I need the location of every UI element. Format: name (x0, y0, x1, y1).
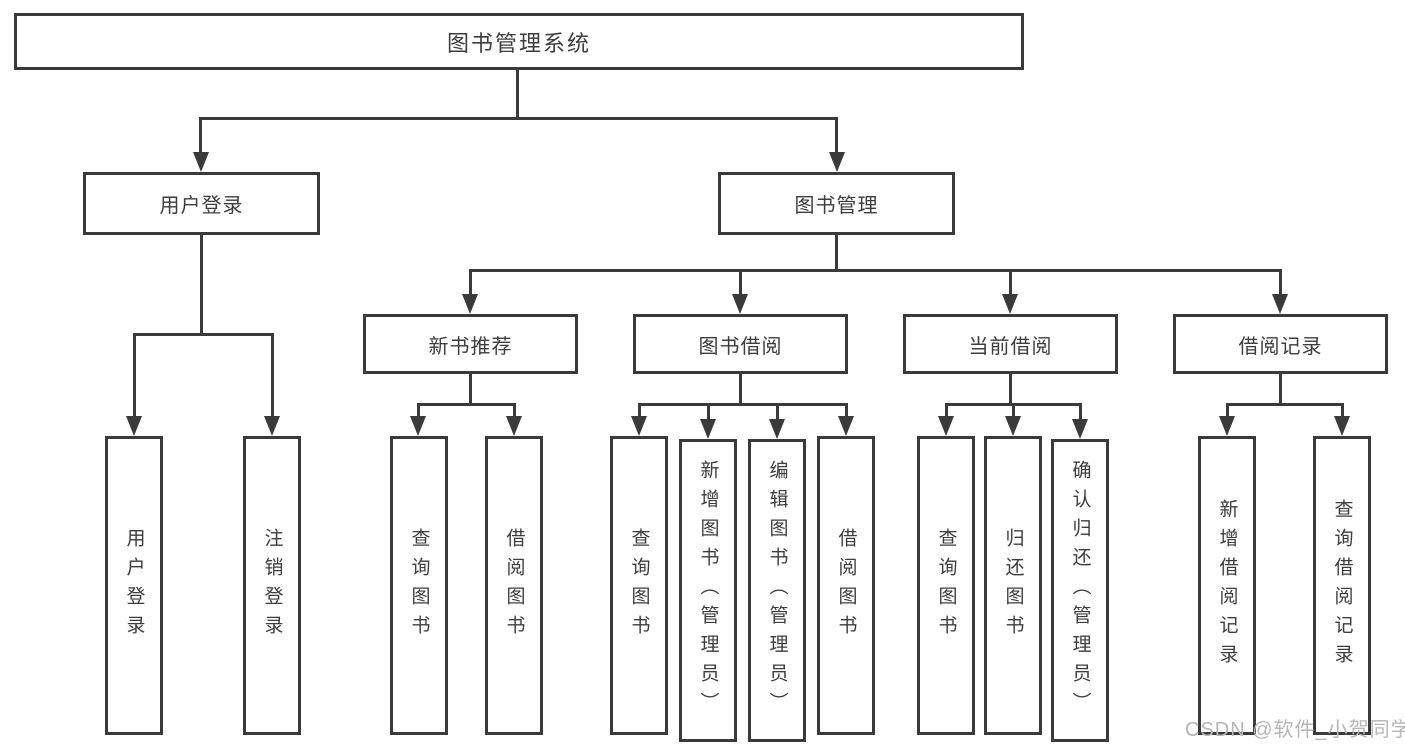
connector-line (1079, 403, 1082, 419)
node-current-borrowing: 当前借阅 (903, 314, 1118, 374)
arrow-down-icon (506, 416, 522, 436)
connector-line (133, 333, 136, 416)
node-book-management: 图书管理 (718, 172, 955, 235)
connector-line (1009, 269, 1012, 295)
leaf-label: 借阅图书 (835, 527, 857, 644)
node-label: 当前借阅 (968, 335, 1053, 358)
node-label: 图书管理 (794, 195, 879, 217)
connector-line (835, 117, 838, 152)
arrow-down-icon (1219, 416, 1235, 436)
connector-line (945, 403, 948, 416)
arrow-down-icon (410, 416, 426, 436)
leaf-label: 归还图书 (1002, 527, 1024, 644)
leaf-recommend-query-books: 查询图书 (390, 436, 448, 735)
leaf-borrow-books: 借阅图书 (817, 436, 875, 735)
connector-line (1226, 403, 1229, 416)
connector-line (835, 235, 838, 272)
leaf-add-borrow-record: 新增借阅记录 (1198, 436, 1256, 735)
leaf-label: 用户登录 (123, 527, 145, 644)
leaf-label: 查询图书 (628, 527, 650, 644)
leaf-return-books: 归还图书 (984, 436, 1042, 735)
node-label: 图书管理系统 (446, 30, 591, 56)
connector-line (200, 235, 203, 336)
leaf-borrowing-query-books: 查询图书 (610, 436, 668, 735)
leaf-current-query-books: 查询图书 (917, 436, 975, 735)
arrow-down-icon (1334, 416, 1350, 436)
arrow-down-icon (193, 152, 209, 172)
leaf-logout: 注销登录 (243, 436, 301, 735)
leaf-label: 查询借阅记录 (1331, 498, 1353, 673)
connector-line (638, 403, 641, 416)
leaf-confirm-return-admin: 确认归还（管理员） (1051, 439, 1109, 742)
node-label: 新书推荐 (428, 335, 513, 358)
connector-line (417, 403, 516, 406)
connector-line (469, 269, 1282, 272)
connector-line (1279, 374, 1282, 406)
arrow-down-icon (126, 416, 142, 436)
connector-line (1226, 403, 1344, 406)
connector-line (271, 333, 274, 416)
connector-line (469, 374, 472, 406)
arrow-down-icon (700, 419, 716, 439)
node-user-login: 用户登录 (83, 172, 320, 235)
connector-line (739, 374, 742, 406)
leaf-add-books-admin: 新增图书（管理员） (679, 439, 737, 742)
leaf-label: 借阅图书 (503, 527, 525, 644)
connector-line (1341, 403, 1344, 416)
arrow-down-icon (1072, 419, 1088, 439)
leaf-label: 新增图书（管理员） (697, 460, 719, 721)
connector-line (469, 269, 472, 295)
connector-line (707, 403, 710, 419)
arrow-down-icon (1272, 294, 1288, 314)
connector-line (739, 269, 742, 295)
connector-line (133, 333, 274, 336)
arrow-down-icon (1005, 416, 1021, 436)
leaf-edit-books-admin: 编辑图书（管理员） (748, 439, 806, 742)
node-new-book-recommend: 新书推荐 (363, 314, 578, 374)
arrow-down-icon (829, 152, 845, 172)
leaf-user-login: 用户登录 (105, 436, 163, 735)
arrow-down-icon (462, 294, 478, 314)
arrow-down-icon (732, 294, 748, 314)
connector-line (1012, 403, 1015, 416)
leaf-label: 查询图书 (935, 527, 957, 644)
connector-line (638, 403, 848, 406)
arrow-down-icon (938, 416, 954, 436)
node-label: 图书借阅 (698, 335, 783, 358)
leaf-label: 注销登录 (261, 527, 283, 644)
node-book-borrowing: 图书借阅 (633, 314, 848, 374)
arrow-down-icon (264, 416, 280, 436)
connector-line (417, 403, 420, 416)
arrow-down-icon (838, 416, 854, 436)
connector-line (199, 117, 838, 120)
node-label: 用户登录 (159, 195, 244, 217)
leaf-label: 编辑图书（管理员） (766, 460, 788, 721)
connector-line (1279, 269, 1282, 295)
leaf-label: 查询图书 (408, 527, 430, 644)
connector-line (516, 70, 519, 120)
connector-line (845, 403, 848, 416)
leaf-label: 新增借阅记录 (1216, 498, 1238, 673)
arrow-down-icon (1002, 294, 1018, 314)
connector-line (513, 403, 516, 416)
leaf-recommend-borrow-books: 借阅图书 (485, 436, 543, 735)
node-borrowing-records: 借阅记录 (1173, 314, 1388, 374)
connector-line (199, 117, 202, 152)
leaf-query-borrow-record: 查询借阅记录 (1313, 436, 1371, 735)
arrow-down-icon (631, 416, 647, 436)
leaf-label: 确认归还（管理员） (1069, 460, 1091, 721)
connector-line (1009, 374, 1012, 406)
csdn-watermark: CSDN @软件_小贺同学 (1185, 719, 1405, 741)
node-library-system: 图书管理系统 (14, 13, 1024, 70)
arrow-down-icon (769, 419, 785, 439)
connector-line (776, 403, 779, 419)
node-label: 借阅记录 (1238, 335, 1323, 358)
